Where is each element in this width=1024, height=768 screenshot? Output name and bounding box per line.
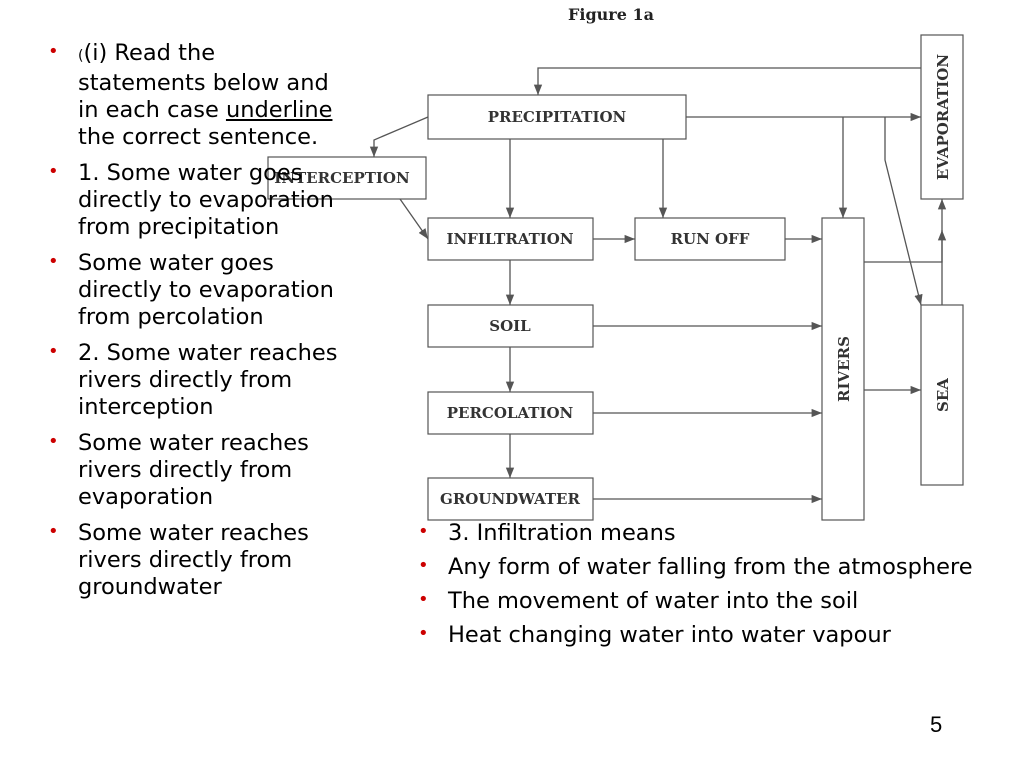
rivers-label: RIVERS (835, 336, 853, 402)
instruction-paren: ( (78, 48, 84, 64)
list-item: Any form of water falling from the atmos… (418, 552, 1018, 581)
instruction-text-a: (i) Read the statements below and in eac… (78, 40, 329, 123)
groundwater-label: GROUNDWATER (440, 490, 580, 508)
evaporation-label: EVAPORATION (934, 54, 952, 180)
sea-box: SEA (920, 304, 964, 486)
soil-label: SOIL (489, 317, 531, 335)
list-item: 2. Some water reaches rivers directly fr… (48, 338, 348, 421)
evaporation-box: EVAPORATION (920, 34, 964, 200)
precipitation-label: PRECIPITATION (488, 108, 627, 126)
groundwater-box: GROUNDWATER (427, 477, 594, 521)
flow-arrows (369, 67, 947, 504)
instruction-underlined: underline (225, 97, 333, 123)
list-item: Some water reaches rivers directly from … (48, 428, 348, 511)
list-item: 1. Some water goes directly to evaporati… (48, 158, 348, 241)
percolation-label: PERCOLATION (447, 404, 574, 422)
rivers-box: RIVERS (821, 217, 865, 521)
precipitation-box: PRECIPITATION (427, 94, 687, 140)
run-off-box: RUN OFF (634, 217, 786, 261)
figure-title: Figure 1a (568, 5, 654, 24)
infiltration-label: INFILTRATION (446, 230, 573, 248)
soil-box: SOIL (427, 304, 594, 348)
list-item: Some water reaches rivers directly from … (48, 518, 348, 601)
list-item: ((i) Read the statements below and in ea… (48, 38, 348, 151)
right-statement-list: 3. Infiltration means Any form of water … (418, 518, 1018, 656)
infiltration-box: INFILTRATION (427, 217, 594, 261)
sea-label: SEA (934, 378, 952, 412)
list-item: The movement of water into the soil (418, 586, 1018, 615)
list-item: Some water goes directly to evaporation … (48, 248, 348, 331)
instruction-text-b: the correct sentence. (78, 124, 319, 150)
left-statement-list: ((i) Read the statements below and in ea… (48, 38, 348, 610)
run-off-label: RUN OFF (671, 230, 750, 248)
percolation-box: PERCOLATION (427, 391, 594, 435)
list-item: 3. Infiltration means (418, 518, 1018, 547)
list-item: Heat changing water into water vapour (418, 620, 1018, 649)
page-number: 5 (930, 712, 943, 737)
